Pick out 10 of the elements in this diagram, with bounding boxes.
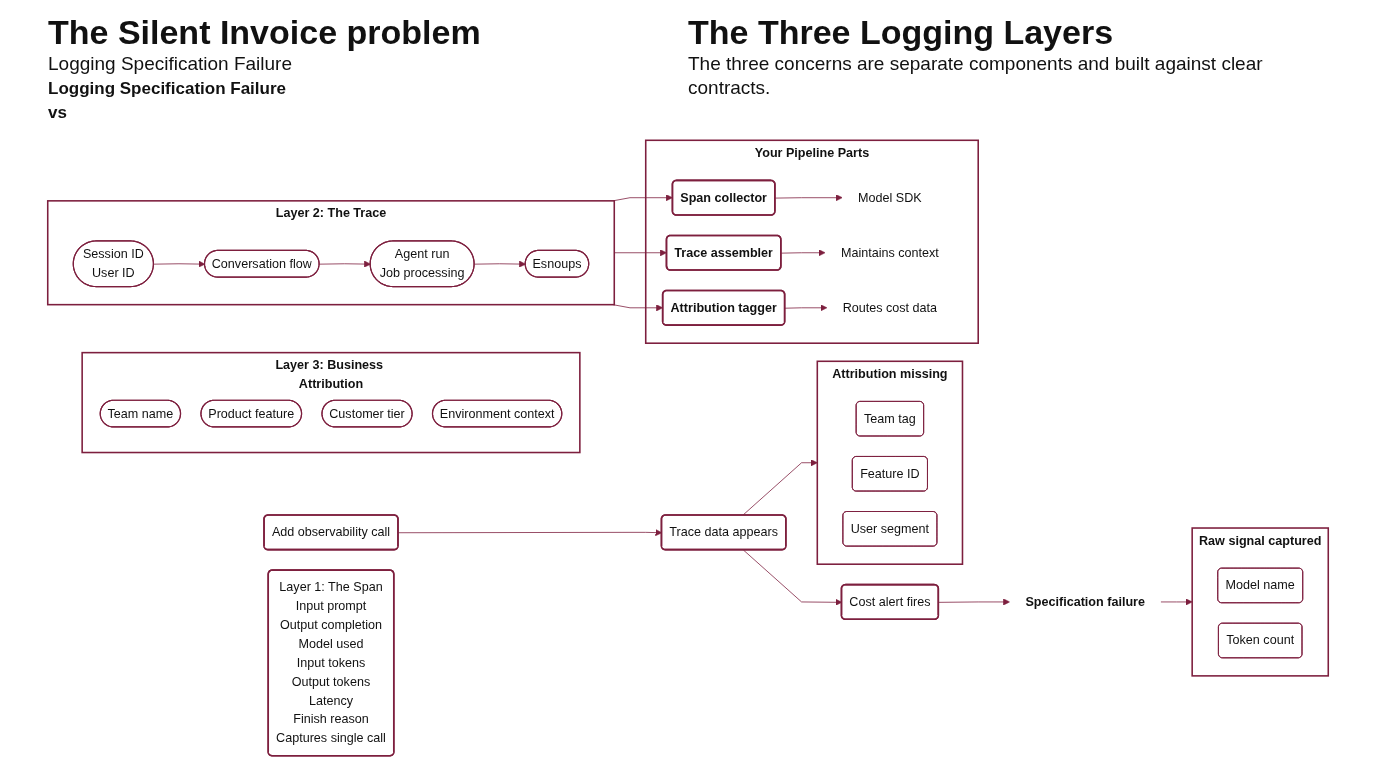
comparison-label: vs bbox=[48, 102, 67, 124]
section-heading: Logging Specification Failure bbox=[48, 78, 287, 100]
subtitle: Logging Specification Failure bbox=[48, 52, 292, 76]
subtitle: The three concerns are separate components and built against clear contracts. bbox=[688, 52, 1264, 100]
node-text: Routes cost data bbox=[842, 300, 938, 315]
title: The Silent Invoice problem bbox=[48, 12, 481, 52]
node-text: Specification failure bbox=[1025, 594, 1145, 609]
node-text: Maintains context bbox=[840, 245, 939, 260]
node-text: Model SDK bbox=[858, 190, 922, 204]
heading: The Three Logging Layers bbox=[688, 12, 1114, 52]
